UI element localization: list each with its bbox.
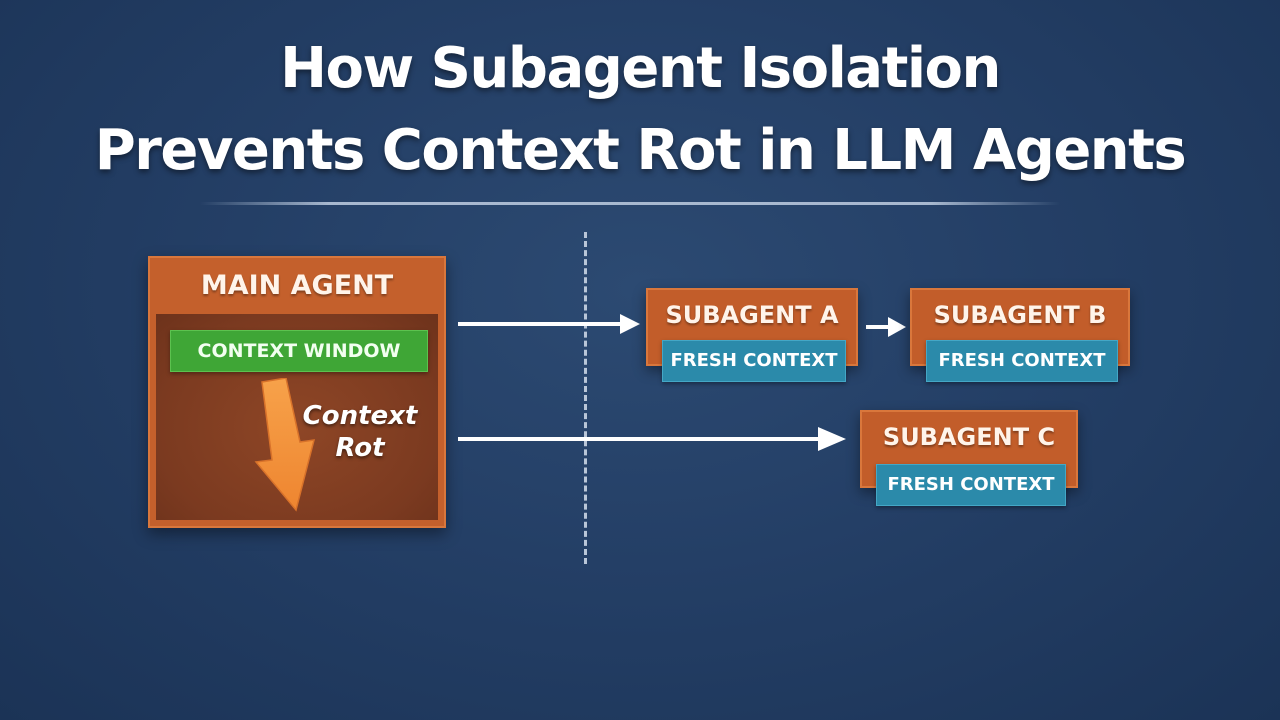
subagent-a-box: SUBAGENT A FRESH CONTEXT bbox=[646, 288, 858, 382]
subagent-c-label: SUBAGENT C bbox=[882, 423, 1056, 451]
main-agent-box: MAIN AGENT CONTEXT WINDOW Context Rot bbox=[148, 256, 446, 528]
subagent-b-box: SUBAGENT B FRESH CONTEXT bbox=[910, 288, 1130, 382]
subagent-c-box: SUBAGENT C FRESH CONTEXT bbox=[860, 410, 1078, 506]
main-agent-label: MAIN AGENT bbox=[200, 270, 394, 301]
subagent-a-label: SUBAGENT A bbox=[665, 301, 839, 329]
context-rot-label-line2: Rot bbox=[335, 433, 385, 463]
title-line-1: How Subagent Isolation bbox=[280, 36, 1001, 101]
context-rot-label-line1: Context bbox=[302, 401, 418, 431]
context-window-bar: CONTEXT WINDOW bbox=[170, 330, 428, 372]
isolation-divider bbox=[584, 232, 587, 564]
title-line-2: Prevents Context Rot in LLM Agents bbox=[94, 118, 1187, 183]
subagent-b-fresh-context: FRESH CONTEXT bbox=[926, 340, 1118, 382]
context-rot-down-arrow-icon bbox=[254, 378, 316, 512]
subagent-a-fresh-context: FRESH CONTEXT bbox=[662, 340, 846, 382]
arrow-subagent-a-to-b bbox=[866, 317, 906, 337]
arrow-main-to-subagent-a bbox=[458, 314, 640, 334]
subagent-b-label: SUBAGENT B bbox=[933, 301, 1107, 329]
arrow-main-to-subagent-c bbox=[458, 427, 846, 451]
title-underline bbox=[200, 202, 1060, 205]
subagent-c-fresh-context: FRESH CONTEXT bbox=[876, 464, 1066, 506]
context-rot-label: Context Rot bbox=[300, 400, 420, 464]
